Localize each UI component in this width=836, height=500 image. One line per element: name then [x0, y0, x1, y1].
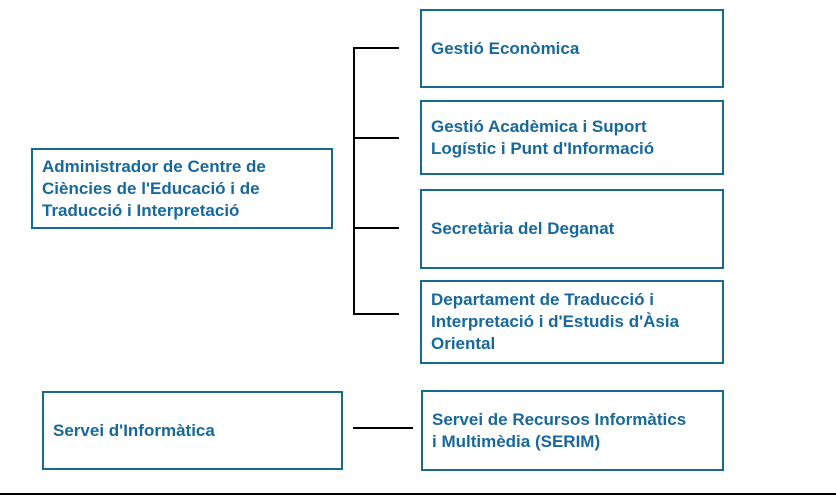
connector-branch-secretaria [353, 227, 399, 229]
connector-spine-line [353, 48, 355, 315]
org-node-gestio-economica: Gestió Econòmica [420, 9, 724, 88]
connector-branch-gestio-economica [353, 47, 399, 49]
org-node-secretaria-deganat: Secretària del Deganat [420, 189, 724, 269]
org-node-gestio-academica: Gestió Acadèmica i Suport Logístic i Pun… [420, 100, 724, 175]
org-node-departament-traduccio: Departament de Traducció i Interpretació… [420, 280, 724, 364]
connector-branch-gestio-academica [353, 137, 399, 139]
org-node-label: Secretària del Deganat [431, 219, 615, 238]
org-node-administrador-centre: Administrador de Centre de Ciències de l… [31, 148, 333, 229]
org-node-label: Departament de Traducció i Interpretació… [431, 290, 680, 353]
org-node-servei-informatica: Servei d'Informàtica [42, 391, 343, 470]
org-node-serim: Servei de Recursos Informàtics i Multimè… [421, 390, 724, 471]
org-node-label: Servei de Recursos Informàtics i Multimè… [432, 409, 687, 451]
connector-servei-serim [353, 427, 413, 429]
org-node-label: Servei d'Informàtica [53, 420, 215, 440]
org-node-label: Gestió Acadèmica i Suport Logístic i Pun… [431, 116, 655, 158]
org-node-label: Gestió Econòmica [431, 38, 580, 58]
connector-branch-departament [353, 313, 399, 315]
page-bottom-rule [0, 493, 836, 495]
org-node-label: Administrador de Centre de Ciències de l… [42, 156, 266, 220]
